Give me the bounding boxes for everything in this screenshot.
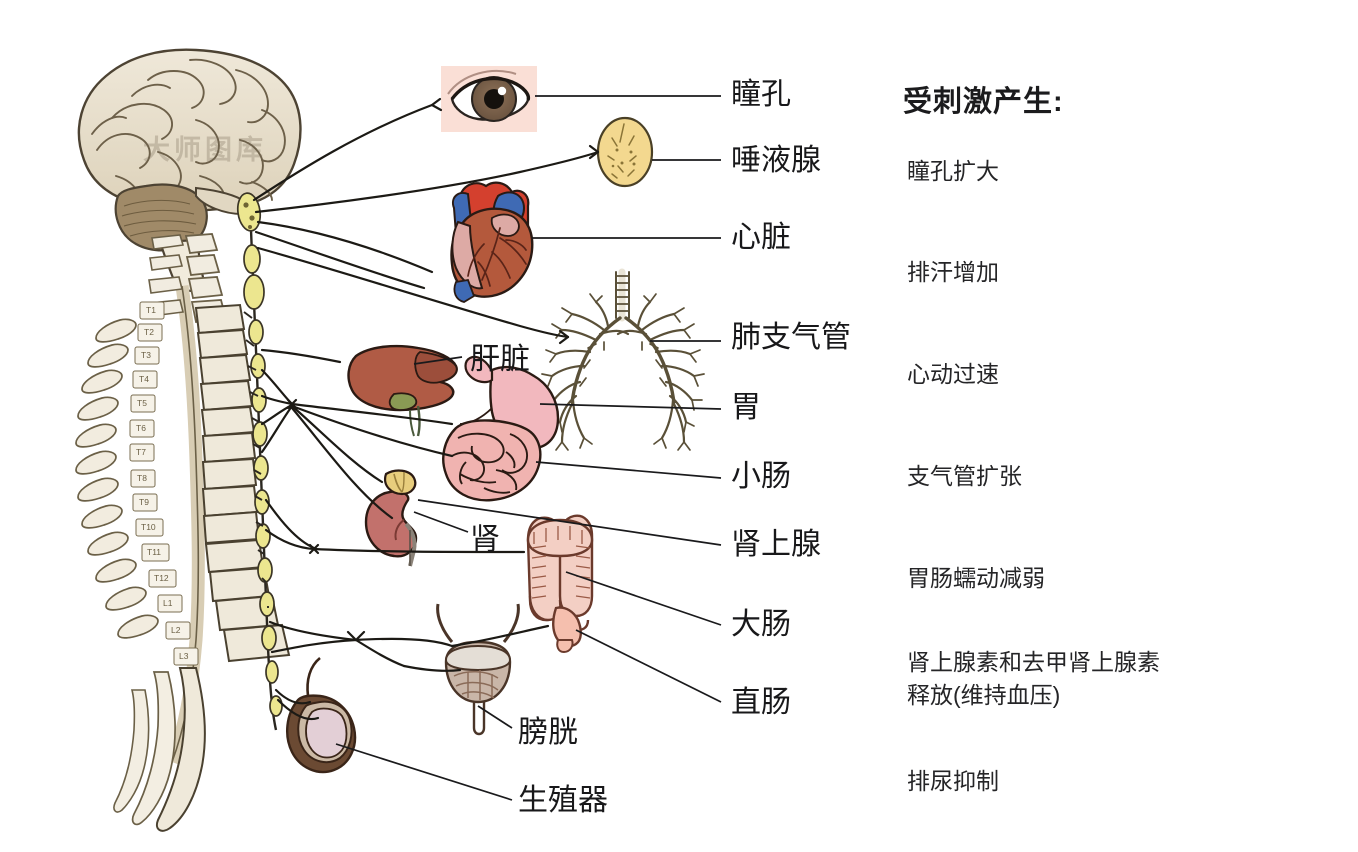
organ-label-kidney: 肾 [470, 523, 500, 556]
effect-item-catecholamine-release: 肾上腺素和去甲肾上腺素 释放(维持血压) [907, 649, 1160, 708]
adrenal-gland-illustration [384, 469, 417, 496]
vertebra-label: T4 [139, 374, 149, 384]
organ-label-small-intestine: 小肠 [731, 460, 791, 493]
effect-item-pupil-dilation: 瞳孔扩大 [907, 158, 999, 184]
organ-label-lung-bronchi: 肺支气管 [731, 321, 851, 354]
heart-illustration [450, 181, 534, 303]
vertebra-label: T8 [137, 473, 147, 483]
vertebra-label: T11 [147, 547, 162, 557]
organ-label-liver: 肝脏 [470, 343, 530, 376]
small-intestine-illustration [442, 419, 542, 502]
genitals-illustration [286, 656, 357, 774]
effect-item-sweating: 排汗增加 [907, 259, 999, 285]
organ-label-rectum: 直肠 [731, 686, 791, 719]
vertebra-label: T9 [139, 497, 149, 507]
vertebra-label: T12 [154, 573, 169, 583]
vertebra-label: T10 [141, 522, 156, 532]
vertebra-label: T2 [144, 327, 154, 337]
vertebra-label: T5 [137, 398, 147, 408]
organ-label-heart: 心脏 [731, 221, 791, 254]
organ-label-salivary-gland: 唾液腺 [731, 144, 821, 177]
effect-item-bronchodilation: 支气管扩张 [907, 463, 1022, 489]
salivary-gland-illustration [596, 116, 654, 188]
organ-label-adrenal-gland: 肾上腺 [731, 528, 821, 561]
organ-label-pupil: 瞳孔 [731, 78, 791, 111]
eye-illustration [441, 66, 537, 132]
sympathetic-chain-illustration [236, 192, 283, 731]
effect-item-reduced-peristalsis: 胃肠蠕动减弱 [907, 565, 1045, 591]
vertebra-label: T3 [141, 350, 151, 360]
vertebra-label: L2 [171, 625, 181, 635]
vertebra-label: L1 [163, 598, 173, 608]
effects-panel-title: 受刺激产生: [903, 86, 1064, 118]
effect-item-urinary-inhibition: 排尿抑制 [907, 768, 999, 794]
bladder-illustration [436, 603, 520, 736]
organ-label-genitals: 生殖器 [518, 784, 608, 817]
vertebra-label: T1 [146, 305, 156, 315]
vertebra-label: T7 [136, 447, 146, 457]
organ-label-bladder: 膀胱 [518, 716, 578, 749]
vertebra-label: T6 [136, 423, 146, 433]
organ-label-stomach: 胃 [731, 391, 761, 424]
effect-item-tachycardia: 心动过速 [907, 361, 999, 387]
spinal-column-illustration [75, 233, 291, 832]
organ-label-large-intestine: 大肠 [731, 608, 791, 641]
vertebra-label: L3 [179, 651, 189, 661]
